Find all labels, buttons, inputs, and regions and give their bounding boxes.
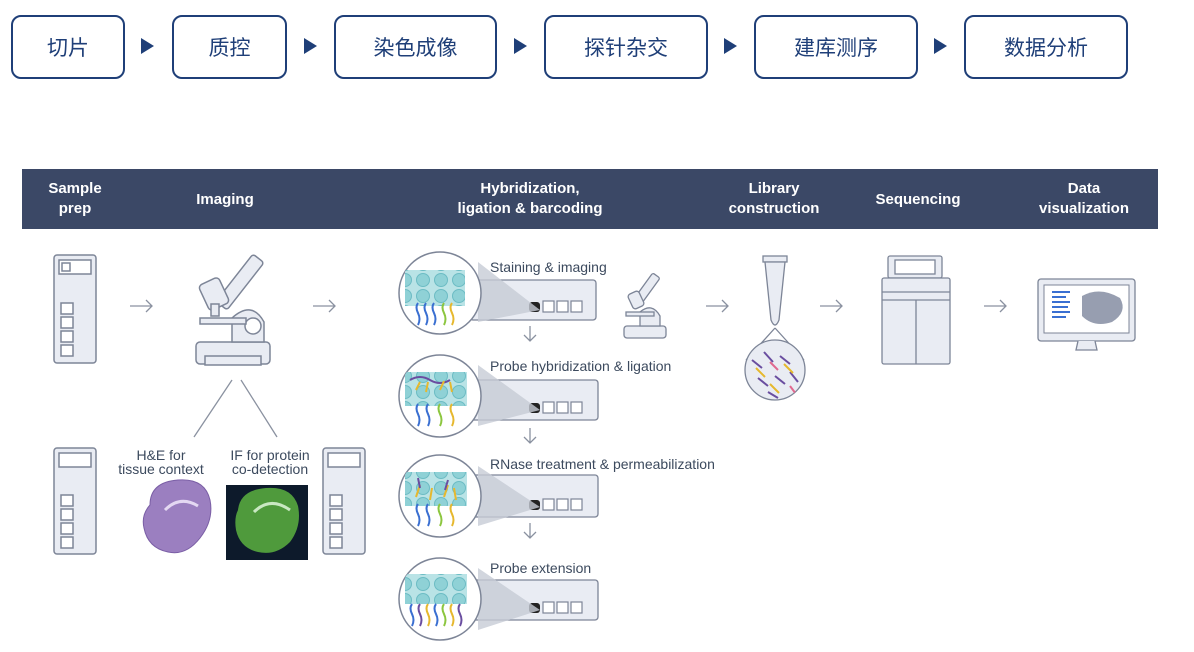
- slide-icon: [322, 447, 366, 555]
- slide-icon: [53, 447, 97, 555]
- magnifier-extension: [398, 557, 482, 641]
- magnifier-staining: [398, 251, 482, 335]
- branch-line: [193, 379, 233, 438]
- step-label: 质控: [208, 36, 251, 60]
- step-arrow-icon: [304, 38, 317, 54]
- library-tube-icon: [744, 255, 806, 401]
- he-tissue-image: [142, 479, 212, 554]
- step-arrow-icon: [514, 38, 527, 54]
- stage-hybridization: Hybridization, ligation & barcoding: [457, 180, 603, 217]
- step-arrow-icon: [934, 38, 947, 54]
- stage-imaging: Imaging: [196, 191, 254, 208]
- he-label: H&E for tissue context: [118, 447, 204, 477]
- step-arrow-icon: [724, 38, 737, 54]
- step-library-sequencing: 建库测序: [754, 15, 918, 79]
- sequencer-icon: [881, 255, 951, 365]
- small-microscope-icon: [623, 273, 667, 339]
- microscope-icon: [195, 254, 271, 366]
- hyb-step-label: Probe extension: [490, 560, 592, 576]
- step-staining-imaging: 染色成像: [334, 15, 497, 79]
- hyb-step-label: Probe hybridization & ligation: [490, 358, 672, 374]
- step-label: 数据分析: [1004, 36, 1088, 60]
- step-qc: 质控: [172, 15, 287, 79]
- arrow-icon: [313, 299, 336, 313]
- step-data-analysis: 数据分析: [964, 15, 1128, 79]
- if-label: IF for protein co-detection: [230, 447, 310, 477]
- hyb-step-label: Staining & imaging: [490, 259, 607, 275]
- slide-icon: [53, 254, 97, 364]
- if-tissue-image: [226, 485, 308, 560]
- magnifier-hybridization: [398, 354, 482, 438]
- down-arrow-icon: [523, 326, 537, 539]
- branch-line: [240, 379, 278, 438]
- step-sectioning: 切片: [11, 15, 125, 79]
- arrow-icon: [984, 299, 1007, 313]
- workflow-diagram: [53, 251, 1136, 641]
- hyb-slide-icon: [469, 279, 599, 621]
- stage-sequencing: Sequencing: [875, 191, 961, 208]
- arrow-icon: [130, 299, 153, 313]
- step-label: 染色成像: [373, 36, 458, 60]
- step-probe-hybridization: 探针杂交: [544, 15, 708, 79]
- step-label: 探针杂交: [584, 36, 668, 60]
- stage-banner: [22, 169, 1158, 229]
- stage-sample-prep: Sample prep: [48, 180, 102, 217]
- monitor-icon: [1037, 278, 1136, 351]
- stage-data-viz: Data visualization: [1038, 180, 1130, 217]
- arrow-icon: [706, 299, 729, 313]
- magnifier-rnase: [398, 454, 482, 538]
- step-label: 建库测序: [794, 36, 878, 60]
- stage-library: Library construction: [728, 180, 820, 217]
- step-label: 切片: [47, 36, 89, 60]
- arrow-icon: [820, 299, 843, 313]
- hyb-step-label: RNase treatment & permeabilization: [490, 456, 715, 472]
- step-arrow-icon: [141, 38, 154, 54]
